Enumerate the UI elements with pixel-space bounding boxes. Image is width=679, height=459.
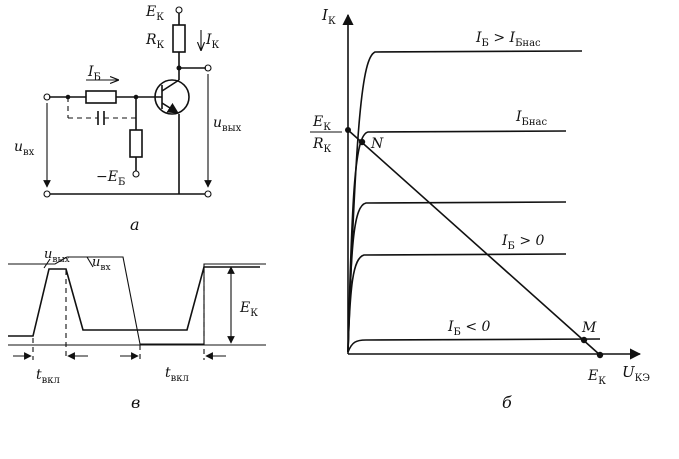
collector-resistor: [172, 24, 186, 53]
x-intercept-point: [596, 351, 604, 359]
caption-v: в: [131, 393, 140, 412]
circuit-diagram: EК RК IК IБ uвх uвых −EБ а: [14, 4, 242, 234]
point-m-label: M: [581, 320, 597, 336]
curve-label-4: IБ < 0: [447, 319, 491, 338]
base-resistor: [85, 90, 117, 104]
load-line: [347, 129, 601, 356]
base-current-label: IБ: [87, 64, 101, 83]
curve-label-2: IБнас: [515, 109, 548, 128]
curve-label-1: IБ > IБнас: [475, 30, 541, 49]
switch-time-2-label: tвкл: [165, 365, 189, 384]
collector-current-label: IК: [205, 32, 220, 51]
x-axis-label: UКЭ: [622, 363, 650, 384]
collector-resistor-label: RК: [145, 32, 165, 51]
point-n: [358, 138, 366, 146]
x-intercept-label: EК: [587, 368, 606, 387]
y-intercept-denominator: RК: [312, 136, 332, 155]
bias-resistor: [129, 129, 143, 158]
input-terminal-top: [43, 93, 51, 101]
supply-terminal: [175, 6, 183, 14]
output-terminal-bottom: [204, 190, 212, 198]
supply-label: EК: [145, 4, 164, 23]
input-terminal-bottom: [43, 190, 51, 198]
bias-terminal: [132, 170, 140, 178]
amplitude-label: EК: [239, 300, 258, 319]
curve-ib-negative: [347, 338, 601, 353]
output-terminal-top: [204, 64, 212, 72]
timing-diagram: uвых uвх EК tвкл tвкл в: [8, 247, 266, 412]
output-waveform: [8, 266, 260, 337]
bias-source-label: −EБ: [96, 169, 125, 188]
point-m: [580, 336, 588, 344]
caption-a: а: [130, 215, 140, 234]
output-waveform-label: uвых: [44, 247, 70, 265]
curve-ib-low: [347, 253, 567, 353]
output-voltage-label: uвых: [213, 115, 242, 134]
point-n-label: N: [370, 136, 384, 152]
y-intercept-numerator: EК: [312, 114, 331, 133]
output-characteristics: IК UКЭ EК RК EК N M IБ > IБнас IБнас IБ …: [310, 6, 650, 412]
switch-time-1-label: tвкл: [36, 367, 60, 386]
curve-label-3: IБ > 0: [501, 233, 545, 252]
input-waveform-label: uвх: [92, 255, 111, 273]
caption-b: б: [502, 393, 512, 412]
y-intercept-point: [345, 127, 351, 133]
input-waveform: [8, 256, 266, 345]
input-voltage-label: uвх: [14, 139, 35, 158]
y-axis-label: IК: [321, 6, 336, 27]
